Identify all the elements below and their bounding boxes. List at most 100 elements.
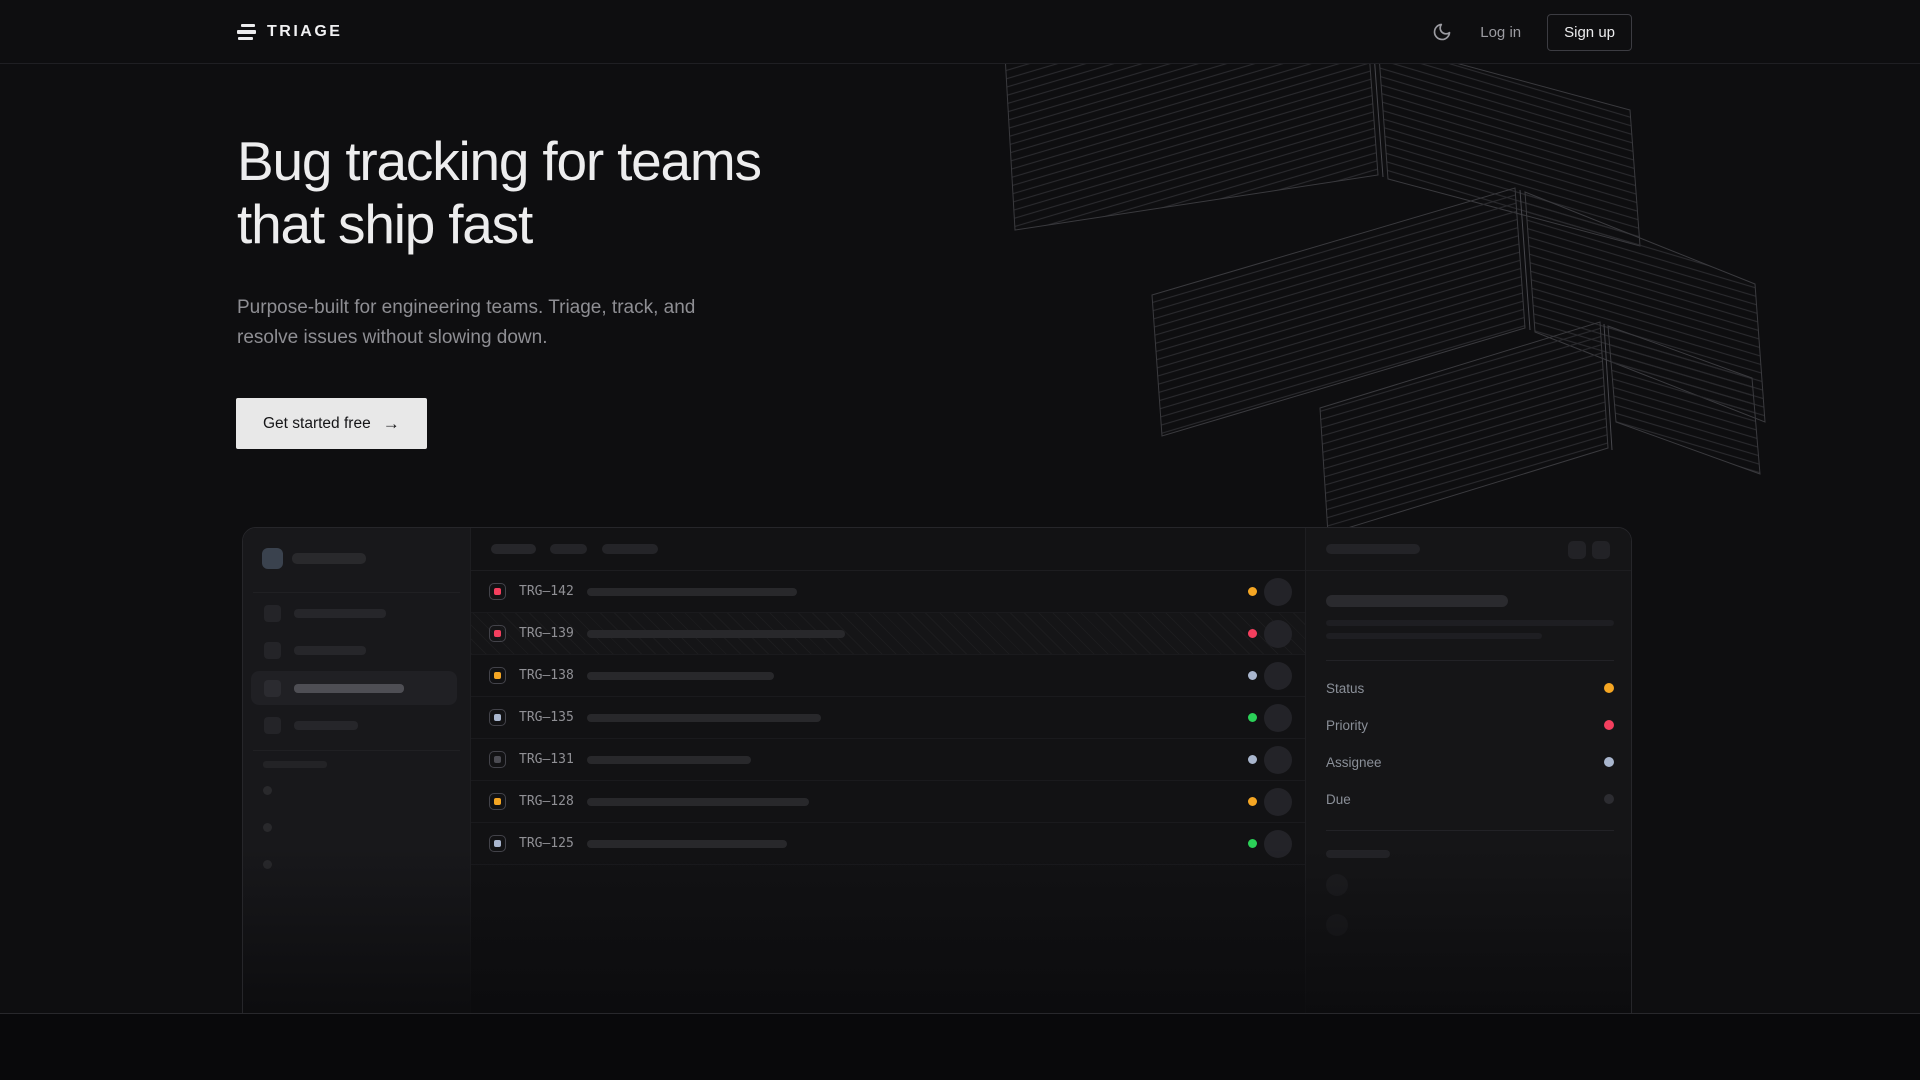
avatar [1264,661,1292,690]
avatar [1264,577,1292,606]
brand[interactable]: TRIAGE [237,23,342,41]
detail-title-skeleton [1326,595,1508,607]
list-tab-skeleton[interactable] [491,544,536,554]
sidebar-dot-skeleton [263,823,272,832]
detail-property-row[interactable]: Priority [1326,715,1614,735]
issue-row-right [1248,829,1292,858]
issue-priority-icon [489,793,506,810]
hero-heading-line2: that ship fast [237,193,533,255]
issue-row[interactable]: TRG–131 [471,739,1305,781]
issue-row-right [1248,577,1292,606]
detail-text-skeleton [1326,633,1542,639]
sidebar-item-icon [264,604,281,622]
issue-rows: TRG–142 TRG–139 TRG–138 TRG–135 [471,571,1305,865]
moon-icon[interactable] [1430,20,1454,44]
sidebar-divider [253,592,460,593]
issue-row-right [1248,661,1292,690]
status-dot [1248,587,1257,596]
detail-divider [1326,830,1614,831]
detail-text-skeleton [1326,620,1614,626]
status-dot [1248,839,1257,848]
issue-list: TRG–142 TRG–139 TRG–138 TRG–135 [471,528,1305,1013]
issue-id: TRG–138 [519,668,574,683]
issue-id: TRG–128 [519,794,574,809]
status-dot [1248,797,1257,806]
issue-priority-icon [489,709,506,726]
nav-inner: TRIAGE Log in Sign up [237,0,1632,64]
issue-row[interactable]: TRG–138 [471,655,1305,697]
app-mockup-card: TRG–142 TRG–139 TRG–138 TRG–135 [242,527,1632,1013]
brand-name: TRIAGE [267,23,343,40]
sidebar-item[interactable] [251,596,457,630]
workspace-switcher[interactable] [262,548,366,569]
issue-list-header [471,528,1305,571]
sidebar-dot-skeleton [263,786,272,795]
property-value-dot [1604,720,1614,730]
get-started-button[interactable]: Get started free → [236,398,427,449]
list-tab-skeleton[interactable] [550,544,587,554]
property-value-dot [1604,794,1614,804]
hero-heading: Bug tracking for teams that ship fast [237,130,762,256]
avatar [1264,703,1292,732]
issue-id: TRG–135 [519,710,574,725]
sidebar-item-active[interactable] [251,671,457,705]
sidebar-section-skeleton [263,761,327,768]
mockup-sidebar [243,528,471,1013]
avatar [1264,745,1292,774]
issue-detail-panel: Status Priority Assignee Due [1305,528,1631,1013]
issue-row-right [1248,745,1292,774]
sidebar-item-label-skeleton [294,645,366,655]
detail-property-row[interactable]: Assignee [1326,752,1614,772]
issue-row[interactable]: TRG–135 [471,697,1305,739]
sidebar-item-icon [264,679,281,697]
property-label: Status [1326,680,1365,696]
detail-action-icon[interactable] [1568,541,1586,559]
issue-title-skeleton [587,713,821,722]
issue-id: TRG–139 [519,626,574,641]
sidebar-dot-skeleton [263,860,272,869]
list-tab-skeleton[interactable] [602,544,658,554]
issue-id: TRG–125 [519,836,574,851]
issue-title-skeleton [587,839,787,848]
issue-row-right [1248,619,1292,648]
property-label: Priority [1326,717,1369,733]
hero-subtitle: Purpose-built for engineering teams. Tri… [237,297,696,348]
property-value-dot [1604,683,1614,693]
detail-avatar-skeleton [1326,914,1348,936]
sidebar-item-label-skeleton [294,683,404,693]
workspace-logo [262,548,283,569]
detail-breadcrumb-skeleton [1326,544,1420,554]
issue-row[interactable]: TRG–128 [471,781,1305,823]
next-section-strip [0,1013,1920,1080]
cta-label: Get started free [263,414,371,432]
sidebar-divider [253,750,460,751]
hero-heading-line1: Bug tracking for teams [237,130,762,192]
detail-header [1306,528,1631,571]
detail-section-skeleton [1326,850,1390,858]
issue-priority-icon [489,835,506,852]
sidebar-item-icon [264,716,281,734]
avatar [1264,829,1292,858]
issue-row[interactable]: TRG–125 [471,823,1305,865]
sidebar-item[interactable] [251,633,457,667]
status-dot [1248,713,1257,722]
property-label: Due [1326,791,1351,807]
login-link[interactable]: Log in [1480,23,1522,41]
triage-logo-icon [237,23,256,41]
issue-priority-icon [489,583,506,600]
arrow-right-icon: → [382,414,400,433]
detail-property-row[interactable]: Due [1326,789,1614,809]
signup-button[interactable]: Sign up [1547,13,1632,51]
status-dot [1248,755,1257,764]
detail-property-row[interactable]: Status [1326,678,1614,698]
issue-title-skeleton [587,797,809,806]
detail-avatar-skeleton [1326,874,1348,896]
top-nav: TRIAGE Log in Sign up [0,0,1920,64]
property-label: Assignee [1326,754,1382,770]
issue-priority-icon [489,625,506,642]
sidebar-item[interactable] [251,708,457,742]
issue-row[interactable]: TRG–139 [471,613,1305,655]
avatar [1264,787,1292,816]
detail-action-icon[interactable] [1592,541,1610,559]
issue-row[interactable]: TRG–142 [471,571,1305,613]
